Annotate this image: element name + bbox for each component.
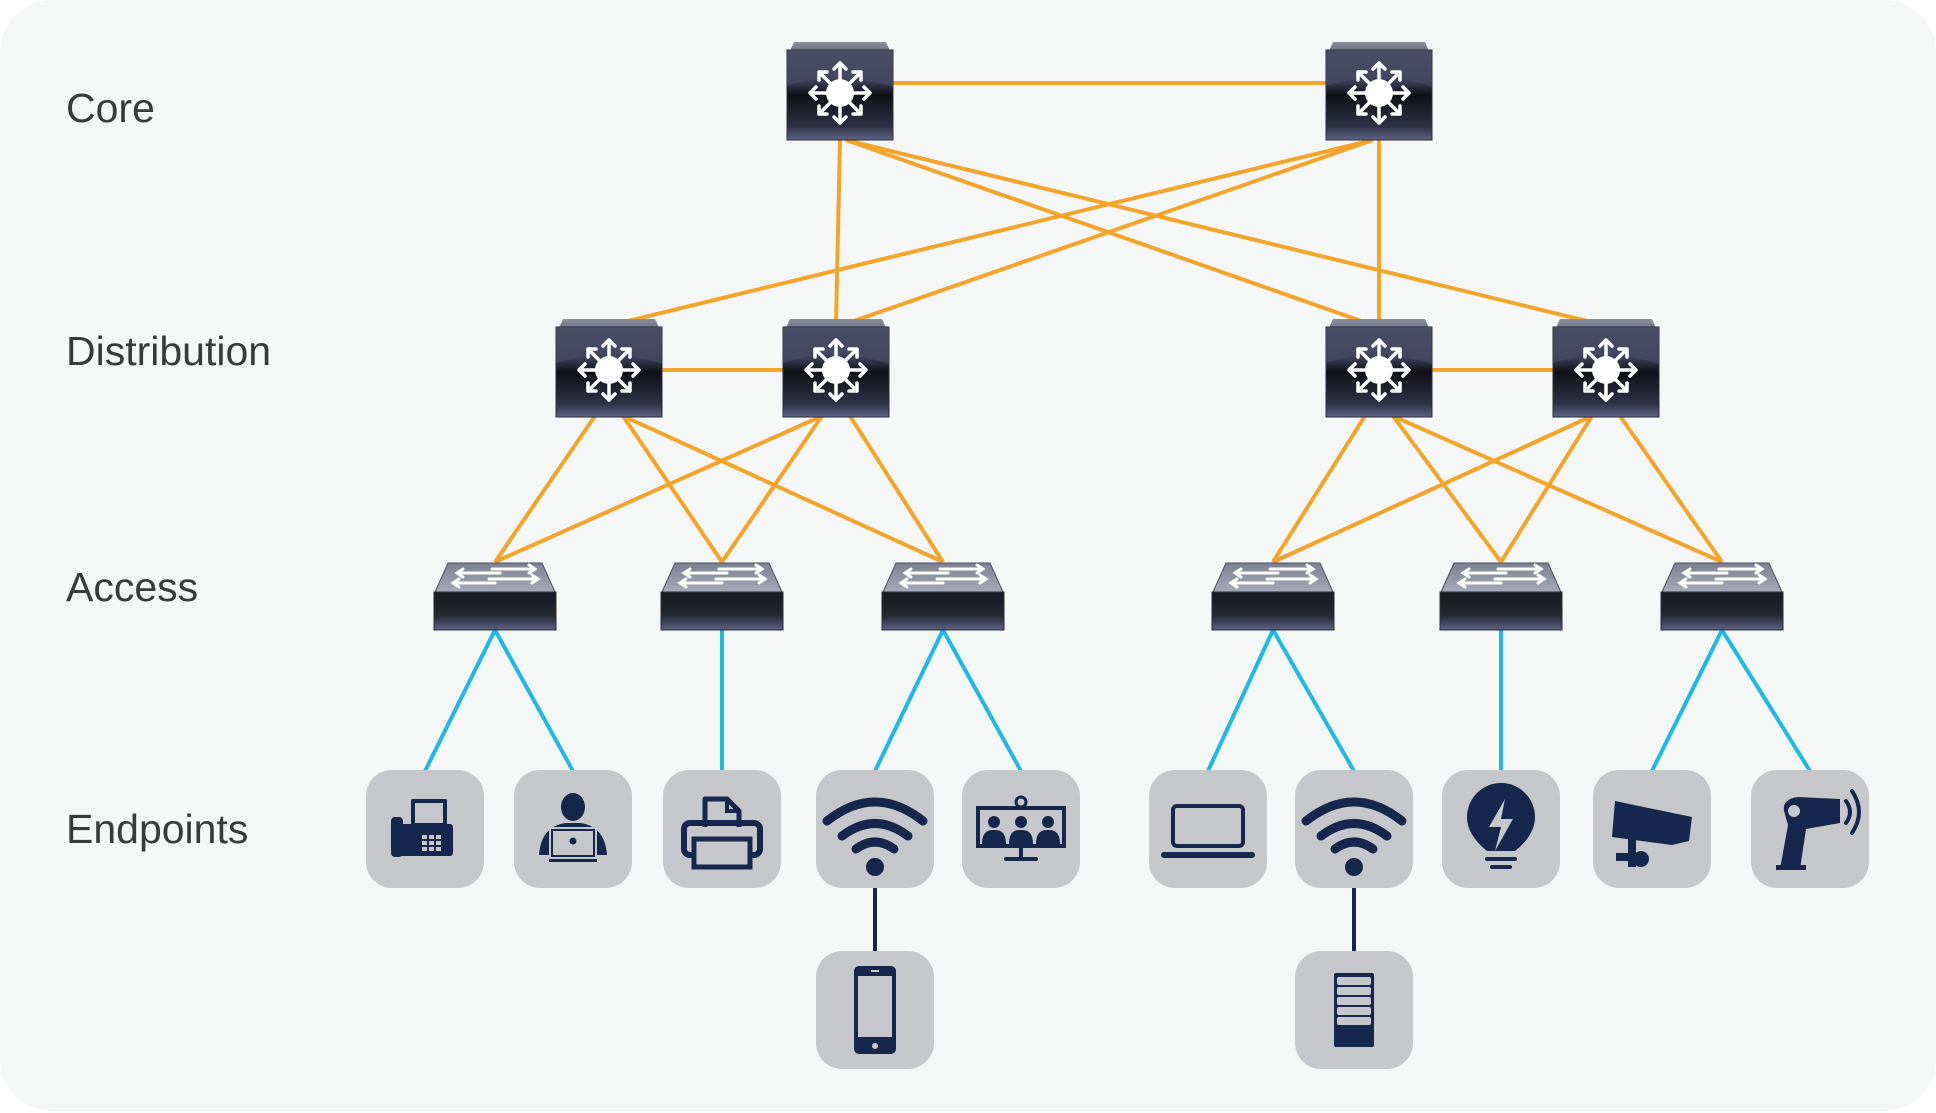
telepresence-icon	[976, 795, 1066, 861]
distribution-access-link	[1392, 414, 1723, 564]
access-endpoint-link	[1206, 629, 1275, 772]
user-laptop-icon	[539, 793, 607, 862]
ip-phone-icon	[391, 799, 453, 857]
endpoint-ep-4[interactable]	[816, 770, 934, 888]
endpoint-tile	[1149, 770, 1267, 888]
endpoint-tile	[816, 770, 934, 888]
smartphone-icon	[854, 966, 896, 1054]
laptop-icon	[1161, 804, 1255, 858]
distribution-access-link	[848, 414, 945, 564]
endpoint-tile	[1751, 770, 1869, 888]
router-core-1[interactable]	[786, 42, 894, 141]
endpoint-ep-11[interactable]	[816, 951, 934, 1069]
router-icon	[1574, 338, 1638, 402]
distribution-access-link	[622, 414, 944, 564]
endpoint-ep-3[interactable]	[663, 770, 781, 888]
endpoint-tile	[1295, 770, 1413, 888]
access-endpoint-link	[1650, 629, 1724, 772]
switch-acc-5[interactable]	[1439, 562, 1563, 631]
endpoint-tile	[962, 770, 1080, 888]
layer-label-distribution: Distribution	[66, 328, 272, 374]
distribution-access-link	[621, 414, 724, 564]
router-icon	[804, 338, 868, 402]
core-distribution-link	[623, 138, 1374, 324]
router-dist-3[interactable]	[1325, 319, 1433, 418]
wifi-access-point-icon	[822, 797, 928, 876]
distribution-access-link	[1618, 414, 1724, 564]
distribution-access-link	[720, 414, 824, 564]
endpoint-ep-10[interactable]	[1751, 770, 1869, 888]
router-icon	[1347, 61, 1411, 125]
switch-arrows-icon	[677, 563, 768, 589]
access-endpoint-link	[1271, 629, 1356, 772]
endpoint-ep-2[interactable]	[514, 770, 632, 888]
switch-arrows-icon	[1456, 563, 1547, 589]
access-endpoint-link	[1720, 628, 1812, 773]
distribution-access-link	[494, 414, 823, 564]
endpoint-ep-1[interactable]	[366, 770, 484, 888]
layer-label-core: Core	[66, 85, 155, 131]
smart-light-icon	[1467, 783, 1535, 869]
endpoint-ep-6[interactable]	[1149, 770, 1267, 888]
switch-acc-4[interactable]	[1211, 562, 1335, 631]
security-camera-icon	[1612, 801, 1692, 867]
core-distribution-link	[845, 138, 1365, 324]
router-dist-2[interactable]	[782, 319, 890, 418]
core-distribution-link	[845, 138, 1592, 324]
endpoint-ep-5[interactable]	[962, 770, 1080, 888]
wifi-access-point-icon	[1301, 797, 1407, 876]
server-icon	[1334, 973, 1374, 1047]
printer-icon	[681, 796, 763, 870]
endpoint-tile	[663, 770, 781, 888]
switch-arrows-icon	[898, 563, 989, 589]
layer-label-endpoints: Endpoints	[66, 806, 249, 852]
distribution-access-link	[493, 414, 597, 564]
switch-arrows-icon	[1677, 563, 1768, 589]
switch-acc-6[interactable]	[1660, 562, 1784, 631]
switch-acc-2[interactable]	[660, 562, 784, 631]
access-endpoint-link	[493, 629, 575, 772]
layer-label-access: Access	[66, 564, 199, 610]
endpoint-ep-12[interactable]	[1295, 951, 1413, 1069]
switch-arrows-icon	[1228, 563, 1319, 589]
core-distribution-link	[850, 138, 1374, 324]
distribution-access-link	[1499, 414, 1594, 564]
access-endpoint-link	[873, 629, 945, 772]
router-icon	[577, 338, 641, 402]
switch-acc-3[interactable]	[881, 562, 1005, 631]
access-endpoint-link	[423, 629, 497, 772]
router-dist-4[interactable]	[1552, 319, 1660, 418]
endpoint-ep-7[interactable]	[1295, 770, 1413, 888]
router-dist-1[interactable]	[555, 319, 663, 418]
core-distribution-link	[834, 139, 842, 323]
switch-arrows-icon	[450, 563, 541, 589]
access-endpoint-link	[941, 629, 1023, 772]
distribution-access-link	[1391, 414, 1503, 564]
distribution-access-link	[1271, 414, 1367, 564]
router-core-2[interactable]	[1325, 42, 1433, 141]
barcode-scanner-icon	[1776, 789, 1861, 870]
router-icon	[808, 61, 872, 125]
distribution-access-link	[1272, 414, 1593, 564]
switch-acc-1[interactable]	[433, 562, 557, 631]
endpoint-ep-8[interactable]	[1442, 770, 1560, 888]
router-icon	[1347, 338, 1411, 402]
endpoint-ep-9[interactable]	[1593, 770, 1711, 888]
